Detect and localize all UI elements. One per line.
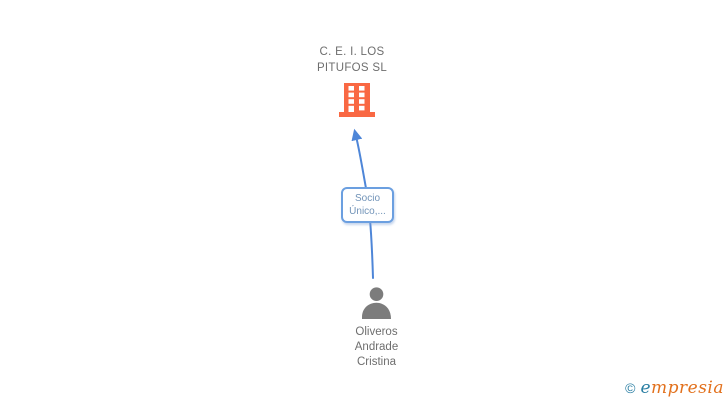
person-icon[interactable] — [361, 287, 392, 319]
edge-label-line: Socio — [354, 193, 380, 204]
copyright-icon: © — [625, 380, 636, 396]
empresia-wordmark: empresia — [640, 378, 724, 398]
person-name-line: Oliveros — [355, 326, 398, 338]
edge-label[interactable]: Socio Único,... — [341, 187, 394, 223]
edge-label-line: Único,... — [349, 206, 386, 217]
person-name-line: Andrade — [354, 341, 399, 353]
wordmark-initial: e — [640, 378, 651, 398]
company-name-line: C. E. I. LOS — [319, 46, 385, 58]
person-node-label[interactable]: Oliveros Andrade Cristina — [326, 325, 427, 370]
empresia-logo: © empresia — [625, 378, 724, 398]
company-node-label[interactable]: C. E. I. LOS PITUFOS SL — [292, 44, 412, 76]
wordmark-rest: mpresia — [651, 378, 724, 398]
company-name-line: PITUFOS SL — [316, 62, 388, 74]
person-name-line: Cristina — [357, 356, 396, 368]
building-icon[interactable] — [339, 83, 375, 117]
